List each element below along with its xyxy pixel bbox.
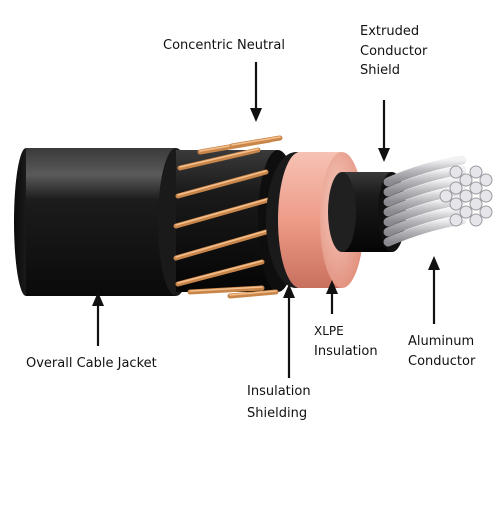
copper-wire-highlight <box>177 170 267 196</box>
strand-end <box>479 173 493 187</box>
label-extruded-line2: Conductor <box>360 43 428 59</box>
copper-wire <box>175 259 265 287</box>
strand-end <box>469 165 483 179</box>
label-xlpe-line1: XLPE <box>314 324 344 338</box>
label-extruded-line3: Shield <box>360 63 400 79</box>
copper-wire-highlight <box>175 230 267 258</box>
strand-end <box>469 197 483 211</box>
copper-wire-highlight <box>177 260 263 284</box>
strand-end <box>449 213 463 227</box>
label-xlpe-line2: Insulation <box>314 344 378 360</box>
label-xlpe-insulation: XLPE Insulation <box>314 324 378 360</box>
copper-wire <box>173 197 271 229</box>
arrow-extruded-shield <box>378 100 390 162</box>
arrows <box>92 62 440 378</box>
label-aluminum-line1: Aluminum <box>408 334 475 349</box>
arrow-aluminum <box>428 256 440 324</box>
aluminum-strand <box>383 175 467 207</box>
strand-end <box>459 205 473 219</box>
strand-end <box>459 189 473 203</box>
aluminum-strand <box>383 205 467 237</box>
label-extruded-conductor-shield: Extruded Conductor Shield <box>360 24 427 79</box>
copper-wire <box>173 229 269 261</box>
label-insulation-shielding-line2: Shielding <box>247 405 308 421</box>
label-concentric-neutral: Concentric Neutral <box>163 38 285 53</box>
copper-wire <box>187 285 265 295</box>
overall-jacket <box>14 148 194 296</box>
arrow-xlpe <box>326 280 338 314</box>
arrow-overall-jacket <box>92 292 104 346</box>
copper-wire-highlight <box>189 286 263 292</box>
label-extruded-line1: Extruded <box>360 24 420 39</box>
strand-end <box>439 189 453 203</box>
aluminum-strand <box>383 155 467 187</box>
strand-end <box>479 189 493 203</box>
label-aluminum-conductor: Aluminum Conductor <box>408 334 475 369</box>
aluminum-conductor <box>383 155 493 247</box>
strand-end <box>469 213 483 227</box>
arrow-insulation-shielding <box>283 284 295 378</box>
label-aluminum-line2: Conductor <box>408 353 476 369</box>
copper-wire <box>177 147 261 171</box>
strand-end <box>449 181 463 195</box>
concentric-neutral-wires <box>173 135 283 299</box>
strand-end <box>479 205 493 219</box>
strand-end <box>449 165 463 179</box>
strand-end <box>469 181 483 195</box>
copper-wire <box>175 169 269 199</box>
copper-wire-highlight <box>179 148 259 168</box>
copper-wire-highlight <box>229 290 277 296</box>
copper-wire <box>227 289 279 299</box>
copper-wire-highlight <box>231 136 281 146</box>
copper-wire <box>229 135 283 149</box>
strand-end <box>459 173 473 187</box>
copper-wire-highlight <box>175 198 269 226</box>
label-insulation-shielding: Insulation Shielding <box>247 384 311 421</box>
strand-end <box>449 197 463 211</box>
arrow-concentric-neutral <box>250 62 262 122</box>
label-overall-cable-jacket: Overall Cable Jacket <box>26 356 157 371</box>
label-insulation-shielding-line1: Insulation <box>247 384 311 399</box>
